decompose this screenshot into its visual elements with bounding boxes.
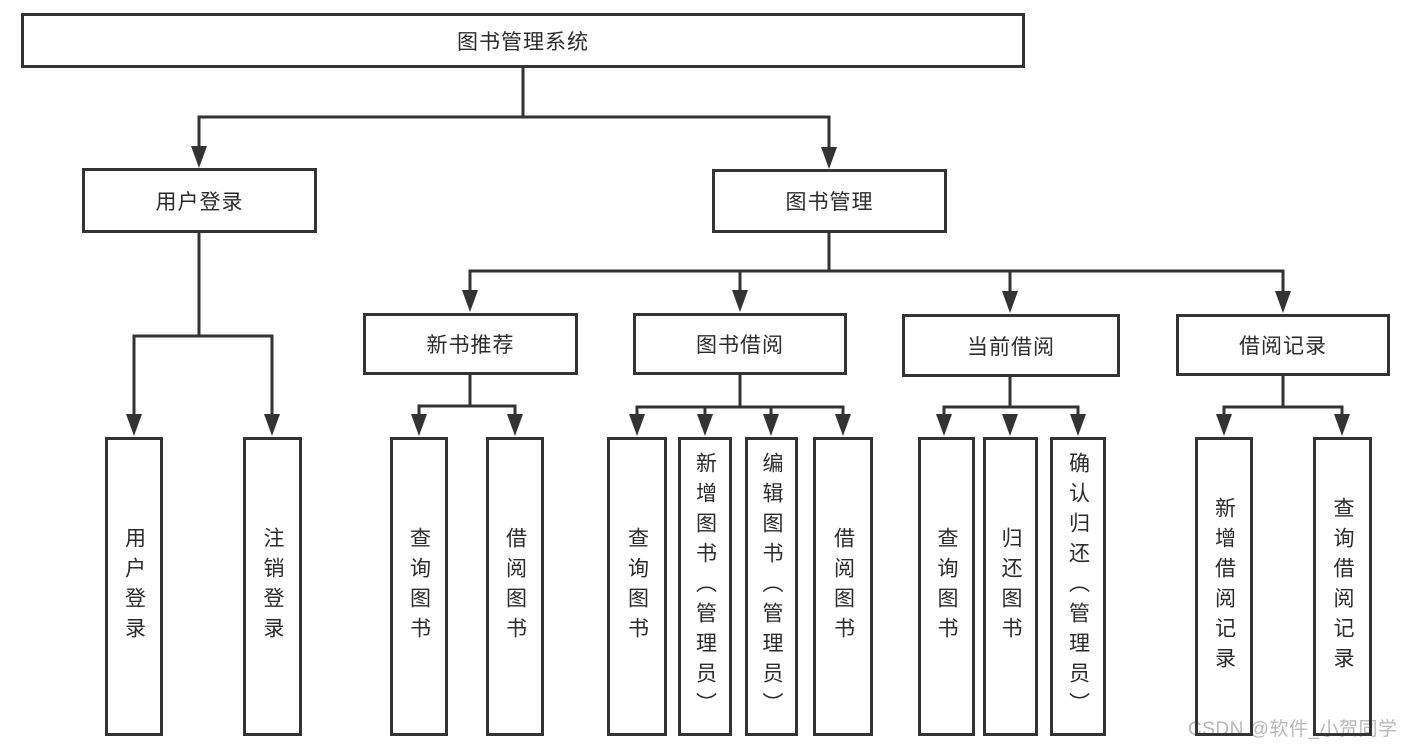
leaf-recommend-query-book-label: 查询图书 [407,526,431,647]
node-borrow-record-label: 借阅记录 [1239,335,1327,358]
arrow-down-icon [732,290,748,312]
connector-lines [132,66,1344,420]
arrow-down-icon [936,414,952,436]
leaf-return-book: 归还图书 [983,437,1038,736]
node-book-borrow-label: 图书借阅 [696,334,784,357]
arrow-down-icon [191,146,207,168]
node-book-borrow: 图书借阅 [633,313,847,375]
leaf-logout-label: 注销登录 [261,526,284,647]
node-book-management: 图书管理 [712,169,947,233]
leaf-recommend-query-book: 查询图书 [390,437,448,736]
leaf-add-book-admin-label: 新增图书（管理员） [693,451,717,722]
node-current-borrow-label: 当前借阅 [967,335,1055,359]
arrow-down-icon [411,414,427,436]
arrow-down-icon [697,414,713,436]
leaf-confirm-return-admin-label: 确认归还（管理员） [1066,451,1090,722]
leaf-recommend-borrow-book: 借阅图书 [486,437,544,736]
arrow-down-icon [462,290,478,312]
node-book-management-label: 图书管理 [785,191,874,214]
node-root-label: 图书管理系统 [457,30,589,54]
leaf-borrow-query-book: 查询图书 [607,437,667,736]
leaf-add-borrow-record-label: 新增借阅记录 [1212,496,1236,677]
arrow-down-icon [763,414,779,436]
leaf-borrow-book-label: 借阅图书 [831,526,855,647]
arrow-down-icon [1334,414,1350,436]
leaf-add-book-admin: 新增图书（管理员） [678,437,732,736]
node-new-book-recommend: 新书推荐 [363,313,578,375]
leaf-current-query-book: 查询图书 [918,437,975,736]
node-borrow-record: 借阅记录 [1176,314,1390,376]
leaf-borrow-query-book-label: 查询图书 [625,526,649,647]
arrow-down-icon [629,414,645,436]
arrow-down-icon [264,414,280,436]
arrow-down-icon [507,414,523,436]
leaf-return-book-label: 归还图书 [999,526,1022,647]
arrow-down-icon [821,147,837,169]
leaf-logout: 注销登录 [243,437,302,736]
leaf-add-borrow-record: 新增借阅记录 [1195,437,1253,736]
leaf-edit-book-admin: 编辑图书（管理员） [745,437,798,736]
leaf-recommend-borrow-book-label: 借阅图书 [503,526,527,647]
arrow-down-icon [1216,414,1232,436]
leaf-query-borrow-record-label: 查询借阅记录 [1331,496,1354,677]
leaf-user-login: 用户登录 [105,437,163,736]
arrow-down-icon [1002,291,1018,313]
node-root: 图书管理系统 [21,13,1025,68]
leaf-query-borrow-record: 查询借阅记录 [1313,437,1372,736]
leaf-current-query-book-label: 查询图书 [935,526,958,647]
node-user-login-label: 用户登录 [155,190,244,214]
node-user-login: 用户登录 [82,168,317,233]
arrow-down-icon [1275,291,1291,313]
arrow-down-icon [835,414,851,436]
leaf-edit-book-admin-label: 编辑图书（管理员） [760,451,783,722]
leaf-confirm-return-admin: 确认归还（管理员） [1050,437,1106,736]
leaf-user-login-label: 用户登录 [122,526,146,647]
watermark-text: CSDN @软件_小贺同学 [1188,719,1398,740]
arrow-down-icon [1070,414,1086,436]
node-current-borrow: 当前借阅 [902,314,1120,377]
arrowheads [126,146,1350,436]
arrow-down-icon [1002,414,1018,436]
arrow-down-icon [126,414,142,436]
node-new-book-recommend-label: 新书推荐 [426,334,515,357]
leaf-borrow-book: 借阅图书 [813,437,873,736]
